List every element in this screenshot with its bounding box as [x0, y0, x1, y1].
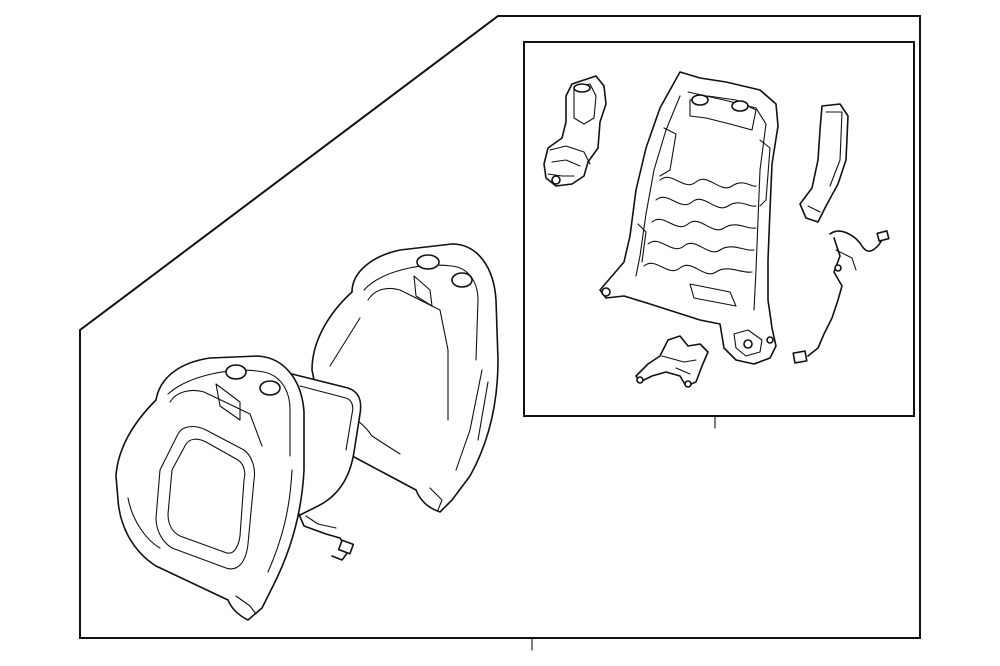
- frame-inset-box: [523, 41, 915, 429]
- seat-back-pad: [311, 243, 499, 513]
- seat-back-frame: [599, 71, 779, 365]
- seat-back-cover: [115, 355, 305, 621]
- lumbar-support-panel: [291, 373, 362, 561]
- recliner-motor: [543, 75, 607, 187]
- wire-harness: [792, 230, 890, 364]
- recliner-bracket: [635, 335, 709, 388]
- side-bracket: [799, 103, 849, 223]
- assembly-frame: [79, 15, 921, 651]
